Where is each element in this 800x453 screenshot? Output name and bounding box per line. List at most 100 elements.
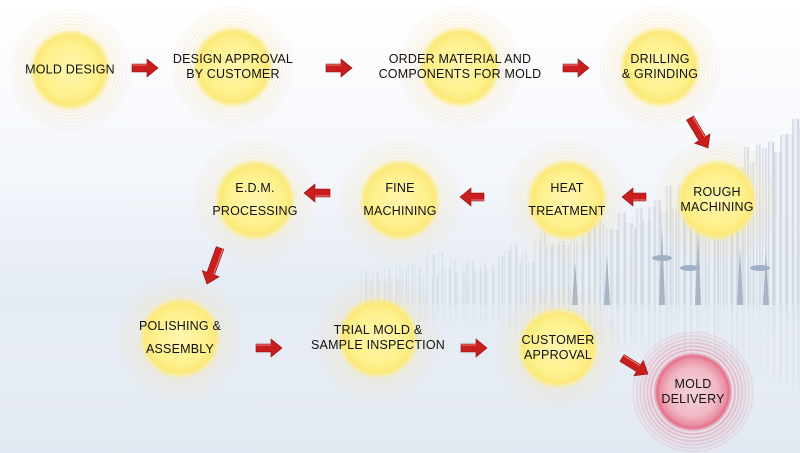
step-polishing-assembly-circle: [118, 276, 242, 400]
step-label-line: MOLD DESIGN: [25, 62, 115, 77]
flow-arrow: [619, 354, 649, 377]
skyline-spire: [737, 248, 743, 305]
skyline-building: [528, 261, 535, 305]
skyline-building: [474, 270, 482, 305]
step-label-line: PROCESSING: [212, 204, 298, 218]
skyline-building: [672, 208, 677, 305]
step-label-line: DELIVERY: [661, 392, 725, 406]
skyline-building: [546, 245, 553, 305]
skyline-building: [552, 243, 561, 305]
skyline-building: [438, 251, 443, 305]
step-customer-approval-circle: [496, 286, 620, 410]
skyline-building: [612, 229, 618, 305]
skyline-building: [510, 244, 518, 305]
skyline-building: [600, 223, 605, 305]
step-mold-design-label: MOLD DESIGN: [25, 63, 115, 78]
step-label-line: MACHINING: [363, 204, 437, 218]
skyline-building: [654, 200, 661, 305]
skyline-building: [504, 250, 511, 305]
step-edm-processing-circle: [193, 138, 317, 262]
skyline-building: [798, 128, 800, 305]
skyline-building: [780, 134, 788, 305]
step-fine-machining-circle: [338, 138, 462, 262]
flow-arrow: [621, 187, 647, 207]
step-label-line: TREATMENT: [528, 204, 606, 218]
skyline-building: [486, 270, 495, 305]
skyline-disc: [652, 255, 672, 261]
step-label-line: E.D.M.: [235, 181, 275, 195]
step-trial-mold-circle: [316, 276, 440, 400]
skyline-building: [636, 208, 643, 305]
skyline-disc: [680, 265, 700, 271]
step-mold-delivery-circle: [631, 330, 755, 453]
skyline-spire: [763, 250, 769, 305]
step-label-line: BY CUSTOMER: [186, 67, 280, 81]
skyline-disc: [750, 265, 770, 271]
step-mold-design-circle: [8, 8, 132, 132]
step-label-line: CUSTOMER: [521, 333, 595, 347]
skyline-building: [792, 118, 800, 306]
skyline-building: [414, 265, 421, 305]
flow-arrow: [460, 338, 488, 358]
skyline-building: [576, 240, 584, 305]
step-drilling-grinding-label: DRILLING& GRINDING: [622, 52, 698, 82]
skyline-building: [480, 263, 486, 305]
step-label-line: ROUGH: [693, 185, 741, 199]
step-label-line: ASSEMBLY: [145, 342, 215, 356]
skyline-building: [630, 228, 636, 305]
step-heat-treatment-label: HEAT TREATMENT: [528, 181, 605, 219]
skyline-building: [450, 258, 456, 305]
step-label-line: FINE: [385, 181, 415, 195]
step-label-line: ORDER MATERIAL AND: [388, 52, 532, 66]
skyline-building: [432, 277, 439, 305]
skyline-building: [492, 264, 501, 305]
step-label-line: & GRINDING: [621, 67, 699, 81]
flow-arrow: [686, 115, 711, 149]
skyline-building: [786, 134, 795, 305]
step-label-line: SAMPLE INSPECTION: [311, 338, 445, 352]
step-drilling-grinding-circle: [598, 5, 722, 129]
skyline-building: [408, 263, 413, 305]
step-label-line: MOLD: [674, 377, 712, 391]
step-trial-mold-label: TRIAL MOLD &SAMPLE INSPECTION: [311, 323, 445, 353]
skyline-building: [582, 221, 591, 305]
skyline-building: [624, 222, 633, 305]
skyline-building: [534, 241, 542, 305]
step-fine-machining-label: FINE MACHINING: [363, 181, 436, 219]
step-label-line: COMPONENTS FOR MOLD: [378, 67, 542, 81]
step-label-line: MACHINING: [680, 200, 754, 214]
skyline-building: [522, 251, 527, 305]
skyline-building: [642, 220, 651, 305]
flow-arrow: [303, 183, 331, 203]
skyline-spire: [604, 255, 610, 305]
skyline-building: [420, 276, 425, 305]
skyline-building: [516, 262, 522, 305]
step-label-line: HEAT: [550, 181, 584, 195]
flow-arrow: [255, 338, 283, 358]
step-label-line: DESIGN APPROVAL: [172, 52, 294, 66]
skyline-building: [594, 220, 602, 305]
step-order-material-circle: [398, 5, 522, 129]
skyline-building: [558, 241, 565, 305]
flow-arrow: [459, 187, 485, 207]
flow-arrow: [131, 58, 159, 78]
step-label-line: DRILLING: [630, 52, 690, 66]
skyline-spire: [659, 225, 665, 305]
flow-arrow: [562, 58, 590, 78]
skyline-building: [648, 207, 657, 305]
step-label-line: POLISHING &: [138, 319, 222, 333]
skyline-building: [564, 244, 570, 305]
step-rough-machining-circle: [655, 138, 779, 262]
step-edm-processing-label: E.D.M. PROCESSING: [212, 181, 297, 219]
step-design-approval-circle: [171, 5, 295, 129]
step-label-line: TRIAL MOLD &: [333, 323, 423, 337]
skyline-building: [666, 185, 672, 305]
flow-arrow: [201, 246, 225, 285]
